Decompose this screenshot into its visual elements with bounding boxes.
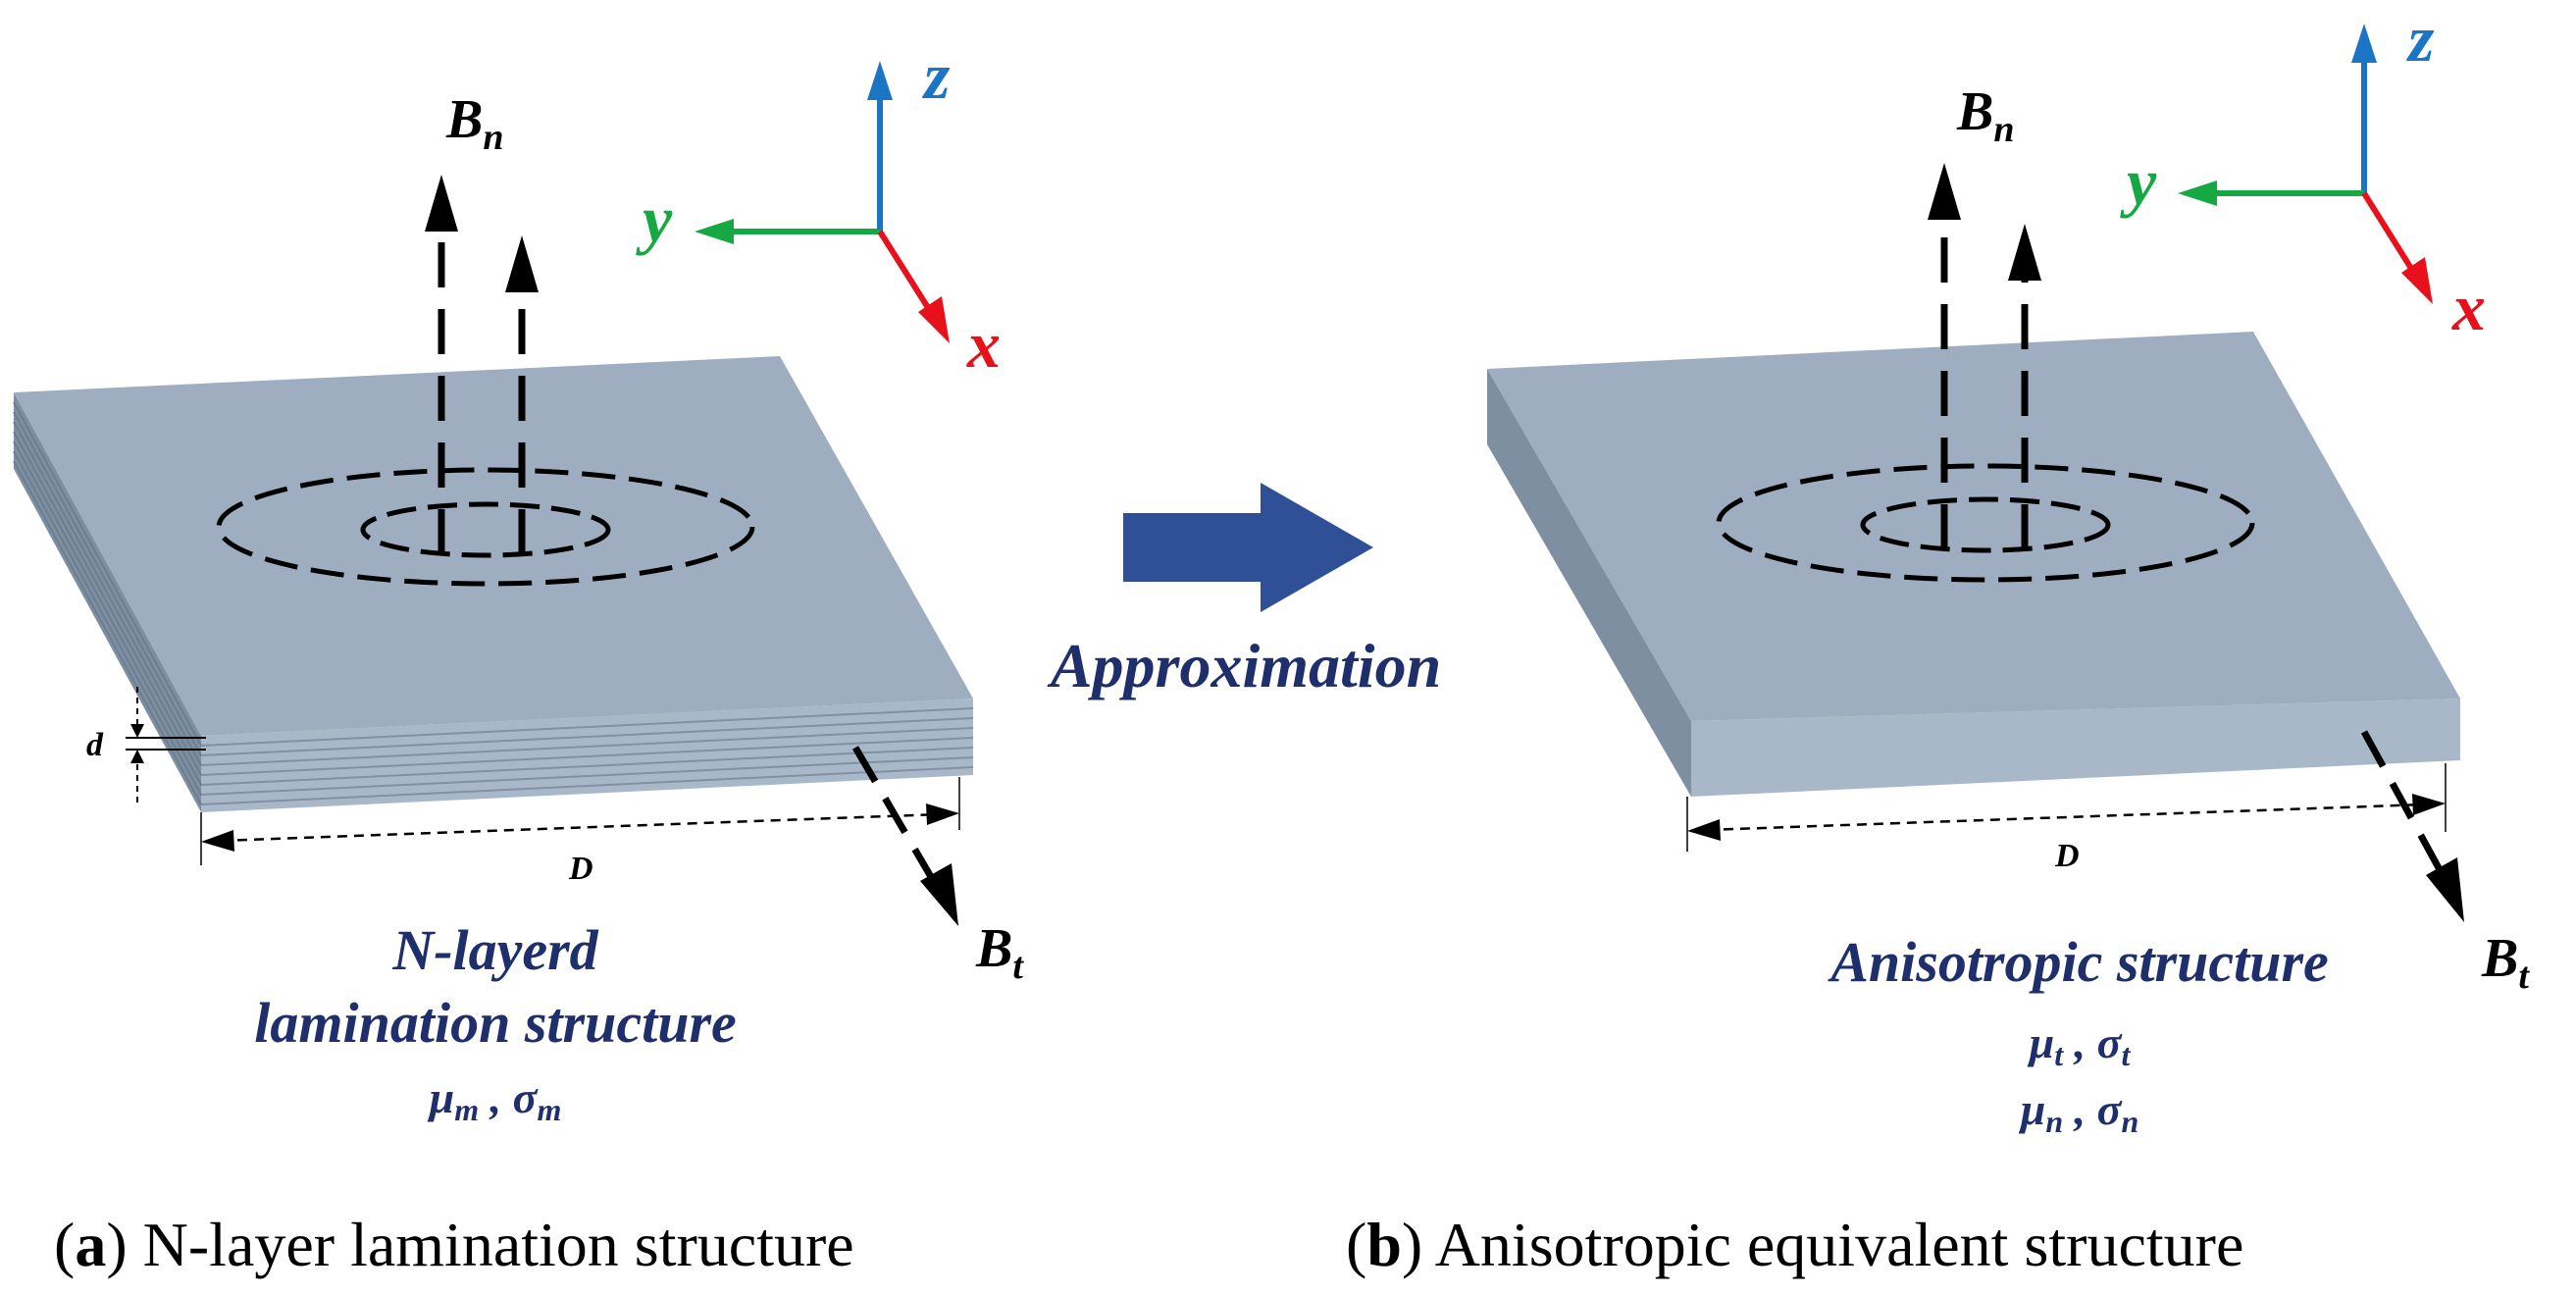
lamination-layer-lines <box>200 707 974 805</box>
approximation-arrow <box>1123 483 1373 612</box>
z-axis-label-b: z <box>2406 1 2435 76</box>
normal-flux-arrowhead-left <box>425 175 458 232</box>
eddy-current-inner-loop <box>360 501 611 558</box>
eddy-current-inner-loop-b <box>1860 496 2111 553</box>
width-arrowhead-left-b <box>1687 819 1721 841</box>
normal-flux-arrowhead-left-b <box>1928 163 1961 220</box>
laminated-slab-top-face <box>14 356 973 736</box>
normal-flux-arrowhead-right-b <box>2008 224 2041 281</box>
width-arrowhead-right <box>926 803 959 825</box>
x-axis-label-b: x <box>2451 270 2486 344</box>
structure-title-line1: N-layerd <box>391 918 598 982</box>
material-properties-normal: μn , σn <box>2019 1084 2138 1139</box>
thickness-arrowhead-top <box>130 724 144 738</box>
panel-b-caption: (b) Anisotropic equivalent structure <box>1346 1210 2243 1279</box>
anisotropic-slab-front-face <box>1691 699 2460 797</box>
structure-title-b: Anisotropic structure <box>1828 930 2329 994</box>
z-axis-label: z <box>922 38 951 113</box>
approximation-label: Approximation <box>1047 631 1441 700</box>
normal-flux-label: Bn <box>445 89 504 158</box>
width-label-b: D <box>2054 838 2080 874</box>
width-dimension-line-b <box>1706 803 2426 832</box>
width-arrowhead-left <box>201 830 234 852</box>
normal-flux-label-b: Bn <box>1956 81 2015 150</box>
material-properties-tangential: μt , σt <box>2028 1017 2132 1072</box>
eddy-current-outer-loop <box>216 467 755 587</box>
structure-title-line2: lamination structure <box>254 991 737 1055</box>
tangential-flux-arrow <box>851 746 941 889</box>
approximation-arrow-group: Approximation <box>1047 483 1441 700</box>
width-label: D <box>568 851 593 887</box>
tangential-flux-label: Bt <box>975 918 1024 987</box>
anisotropic-slab-left-face <box>1487 369 1691 797</box>
axis-triad-a: z y x <box>636 38 1001 382</box>
x-axis-label: x <box>966 307 1001 382</box>
axis-triad-b: z y x <box>2120 1 2486 344</box>
eddy-current-outer-loop-b <box>1716 463 2255 583</box>
material-properties: μm , σm <box>428 1072 562 1127</box>
tangential-flux-arrowhead <box>920 863 958 926</box>
thickness-label: d <box>86 727 104 763</box>
normal-flux-arrowhead-right <box>505 235 539 292</box>
panel-a: Bn Bt d D N-layerd lamination structure … <box>13 38 1024 1279</box>
y-axis-label-b: y <box>2120 144 2157 219</box>
tangential-flux-arrow-b <box>2360 730 2447 877</box>
anisotropic-slab-top-face <box>1487 332 2460 721</box>
tangential-flux-arrowhead-b <box>2426 857 2464 922</box>
thickness-arrowhead-bottom <box>130 750 144 763</box>
tangential-flux-label-b: Bt <box>2481 928 2530 997</box>
width-arrowhead-right-b <box>2412 794 2446 815</box>
lamination-layer-lines-side <box>13 401 202 805</box>
panel-b: Bn Bt D Anisotropic structure μt , σt μn… <box>1346 1 2530 1279</box>
y-axis-label: y <box>636 181 673 256</box>
width-dimension-line <box>220 812 941 843</box>
thickness-dimension <box>126 687 206 804</box>
panel-a-caption: (a) N-layer lamination structure <box>54 1210 854 1279</box>
